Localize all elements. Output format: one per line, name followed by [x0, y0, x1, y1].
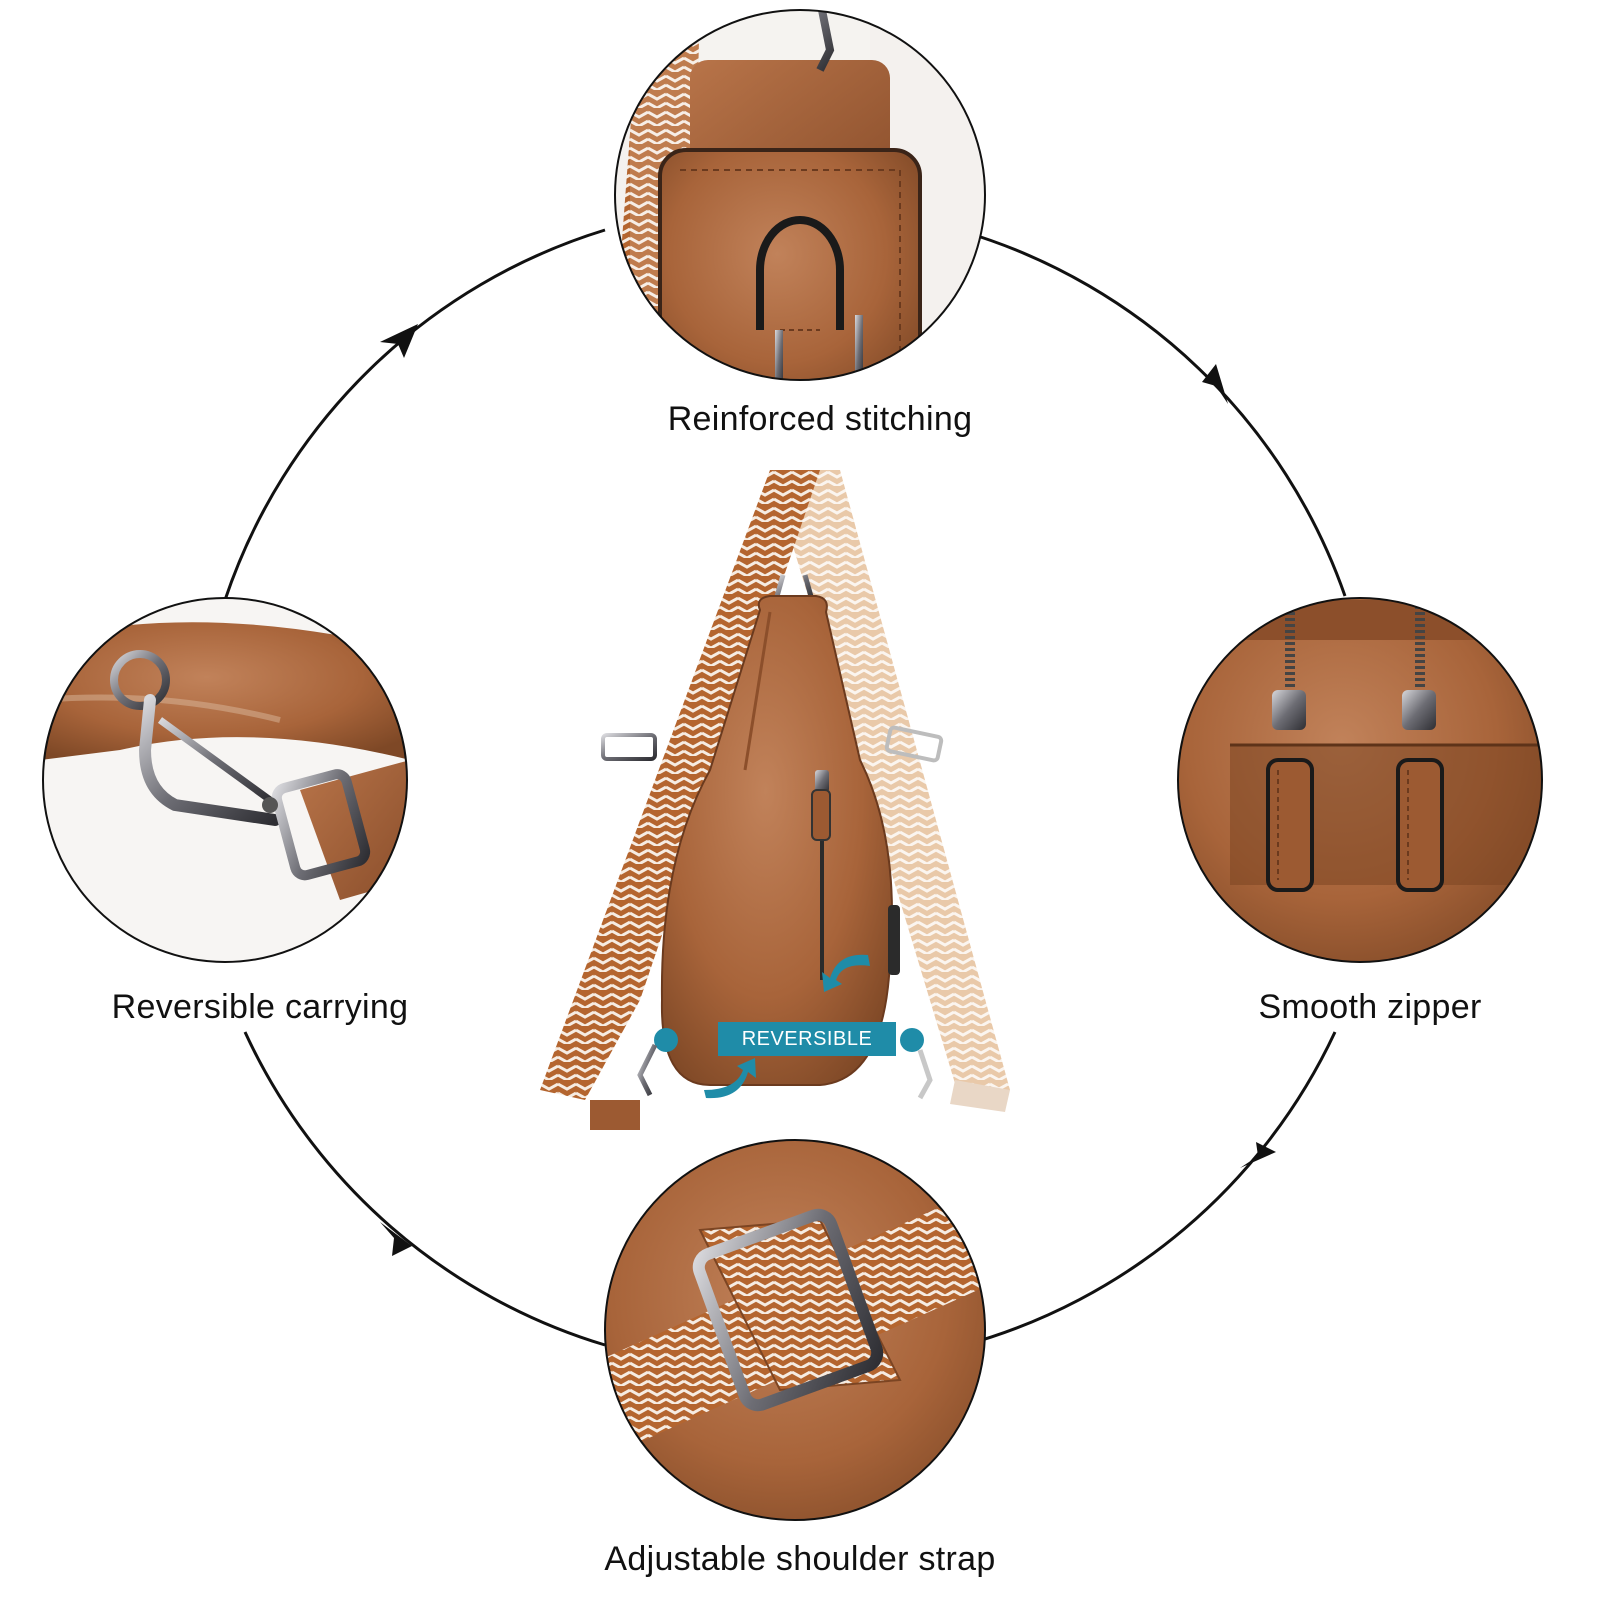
cycle-arrow-icon — [380, 324, 1276, 1256]
detail-circle-buckle — [604, 1139, 986, 1521]
sling-bag-product — [540, 470, 1010, 1130]
feature-label-zipper: Smooth zipper — [1258, 988, 1482, 1026]
cycle-ring — [223, 228, 1347, 1347]
detail-circle-zipper — [1177, 597, 1543, 963]
feature-label-stitching: Reinforced stitching — [667, 400, 973, 438]
detail-circle-clasp — [42, 597, 408, 963]
reversible-badge: REVERSIBLE — [718, 1022, 896, 1056]
detail-circle-stitching — [614, 9, 986, 381]
feature-label-strap: Adjustable shoulder strap — [604, 1540, 996, 1578]
feature-label-reversible: Reversible carrying — [111, 988, 409, 1026]
curved-arrow-icon — [704, 954, 870, 1099]
